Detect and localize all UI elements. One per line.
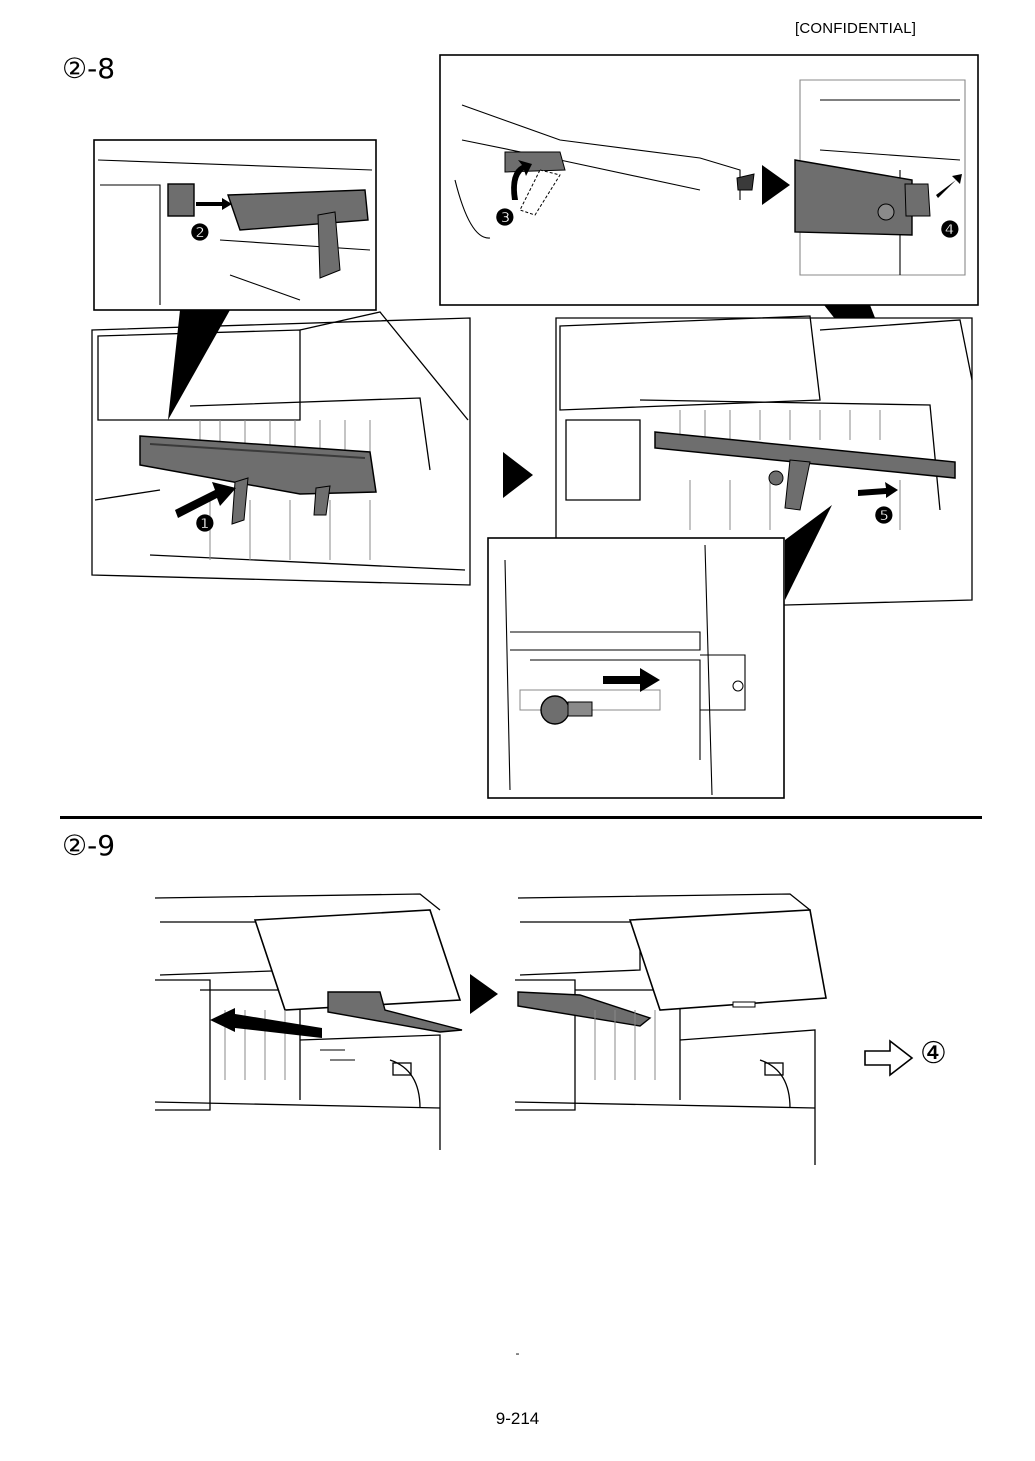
left-arrow-icon <box>196 198 232 210</box>
push-arrow-icon <box>936 174 962 198</box>
hollow-arrow-icon <box>864 1039 914 1077</box>
inset-detail-5 <box>487 537 785 799</box>
next-step-arrow-2-icon <box>470 974 498 1014</box>
duct-part-right <box>654 431 956 511</box>
inset-arrow-icon <box>762 165 790 205</box>
callout-3: ❸ <box>495 205 515 230</box>
step-label-2-9: ②-9 <box>62 829 116 862</box>
duct-part-left <box>139 435 377 525</box>
slide-arrow-icon <box>858 482 898 498</box>
section-divider <box>60 816 982 819</box>
step-label-2-8: ②-8 <box>62 52 116 85</box>
rotate-arrow-icon <box>511 160 532 200</box>
callout-numbers: ❶ ❷ ❸ ❹ ❺ <box>190 205 960 536</box>
machine-view-after <box>514 893 816 1165</box>
next-step-arrow-icon <box>503 452 533 498</box>
slide-in-arrow-icon <box>210 1008 322 1038</box>
go-to-step-4: ④ <box>862 1036 957 1078</box>
step-2-8-illustration: ❶ ❷ ❸ ❹ ❺ <box>91 54 979 799</box>
page-number: 9-214 <box>495 1409 540 1428</box>
callout-4: ❹ <box>940 217 960 242</box>
footer-dash: - <box>515 1346 520 1360</box>
go-to-step-label: ④ <box>920 1036 947 1071</box>
callout-2: ❷ <box>190 220 210 245</box>
screw-arrow-icon <box>603 668 660 692</box>
callout-1: ❶ <box>195 511 215 536</box>
confidential-label: [CONFIDENTIAL] <box>795 20 917 37</box>
insert-arrow-icon <box>175 482 236 518</box>
callout-pointer-left <box>168 310 230 420</box>
callout-5: ❺ <box>874 503 894 528</box>
step-2-9-illustration <box>154 893 827 1165</box>
